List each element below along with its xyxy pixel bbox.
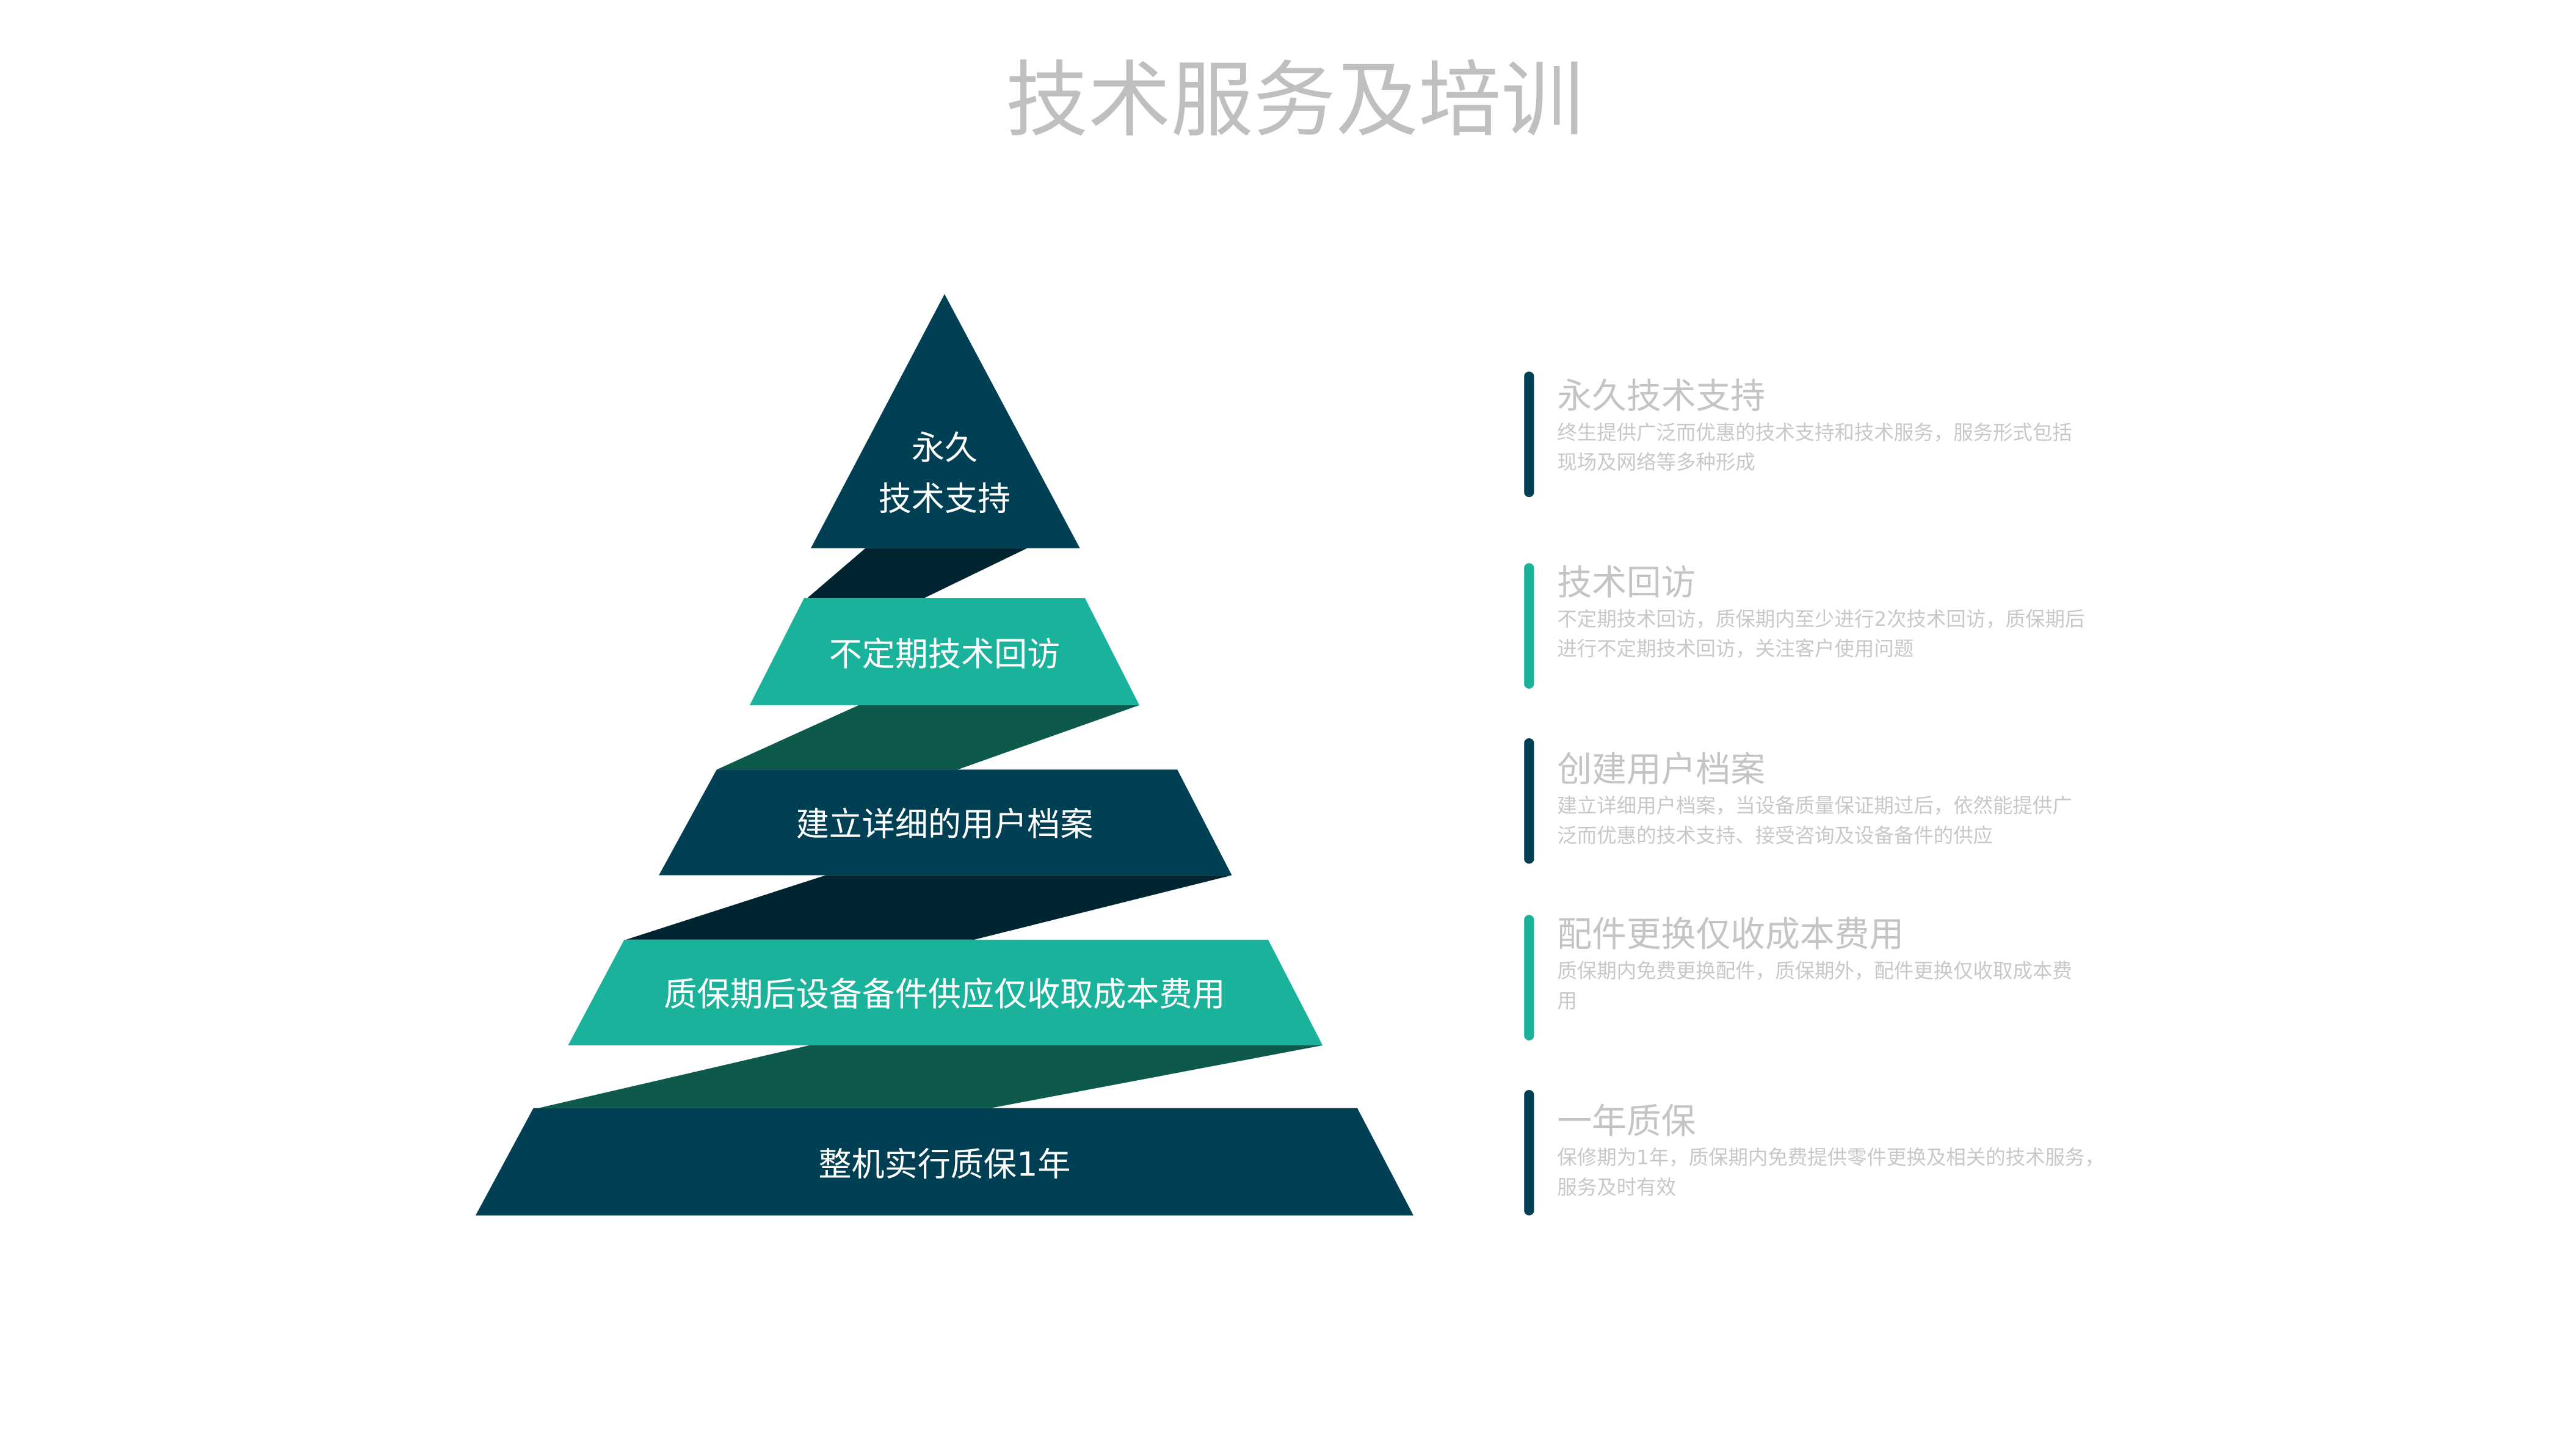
level-5-label: 整机实行质保1年 [818, 1146, 1070, 1184]
accent-bar [1524, 1090, 1534, 1216]
detail-text: 建立详细用户档案，当设备质量保证期过后，依然能提供广 [1557, 794, 2072, 818]
level-3-label: 建立详细的用户档案 [796, 805, 1094, 844]
detail-text: 质保期内免费更换配件，质保期外，配件更换仅收取成本费 [1557, 959, 2072, 982]
pyramid-level-3 [659, 769, 1232, 876]
detail-item-1: 永久技术支持 终生提供广泛而优惠的技术支持和技术服务，服务形式包括 现场及网络等… [1524, 371, 2072, 498]
level-2-label: 不定期技术回访 [829, 635, 1061, 674]
detail-item-5: 一年质保 保修期为1年，质保期内免费提供零件更换及相关的技术服务， 服务及时有效 [1524, 1090, 2105, 1216]
connector-1 [807, 548, 1028, 598]
accent-bar [1524, 738, 1534, 864]
detail-text: 保修期为1年，质保期内免费提供零件更换及相关的技术服务， [1557, 1146, 2104, 1169]
detail-text: 终生提供广泛而优惠的技术支持和技术服务，服务形式包括 [1557, 421, 2072, 444]
detail-heading: 一年质保 [1557, 1101, 1696, 1141]
pyramid: 永久 技术支持 不定期技术回访 建立详细的用户档案 质保期后设备备件供应仅收取成… [475, 294, 1414, 1216]
detail-heading: 配件更换仅收成本费用 [1557, 915, 1904, 955]
accent-bar [1524, 371, 1534, 498]
pyramid-level-4 [568, 939, 1323, 1045]
connector-4 [538, 1045, 1323, 1108]
detail-text: 不定期技术回访，质保期内至少进行2次技术回访，质保期后 [1557, 608, 2084, 631]
detail-item-4: 配件更换仅收成本费用 质保期内免费更换配件，质保期外，配件更换仅收取成本费 用 [1524, 915, 2072, 1040]
detail-text: 泛而优惠的技术支持、接受咨询及设备备件的供应 [1557, 824, 1993, 847]
accent-bar [1524, 563, 1534, 689]
detail-heading: 创建用户档案 [1557, 749, 1765, 790]
pyramid-level-2 [749, 598, 1140, 705]
level-1-label-line2: 技术支持 [879, 480, 1010, 518]
detail-text: 服务及时有效 [1557, 1175, 1676, 1199]
detail-item-3: 创建用户档案 建立详细用户档案，当设备质量保证期过后，依然能提供广 泛而优惠的技… [1524, 738, 2072, 864]
accent-bar [1524, 915, 1534, 1040]
detail-heading: 技术回访 [1557, 563, 1696, 603]
page-title: 技术服务及培训 [1006, 52, 1584, 148]
detail-heading: 永久技术支持 [1557, 376, 1765, 416]
pyramid-level-1 [810, 294, 1080, 548]
connector-3 [626, 875, 1232, 940]
connector-2 [716, 705, 1140, 770]
detail-text: 进行不定期技术回访，关注客户使用问题 [1557, 637, 1914, 661]
detail-text: 用 [1557, 989, 1576, 1012]
detail-item-2: 技术回访 不定期技术回访，质保期内至少进行2次技术回访，质保期后 进行不定期技术… [1524, 563, 2084, 689]
level-1-label-line1: 永久 [912, 429, 978, 467]
pyramid-level-5 [475, 1108, 1414, 1216]
detail-text: 现场及网络等多种形成 [1557, 451, 1755, 474]
level-4-label: 质保期后设备备件供应仅收取成本费用 [664, 975, 1225, 1014]
